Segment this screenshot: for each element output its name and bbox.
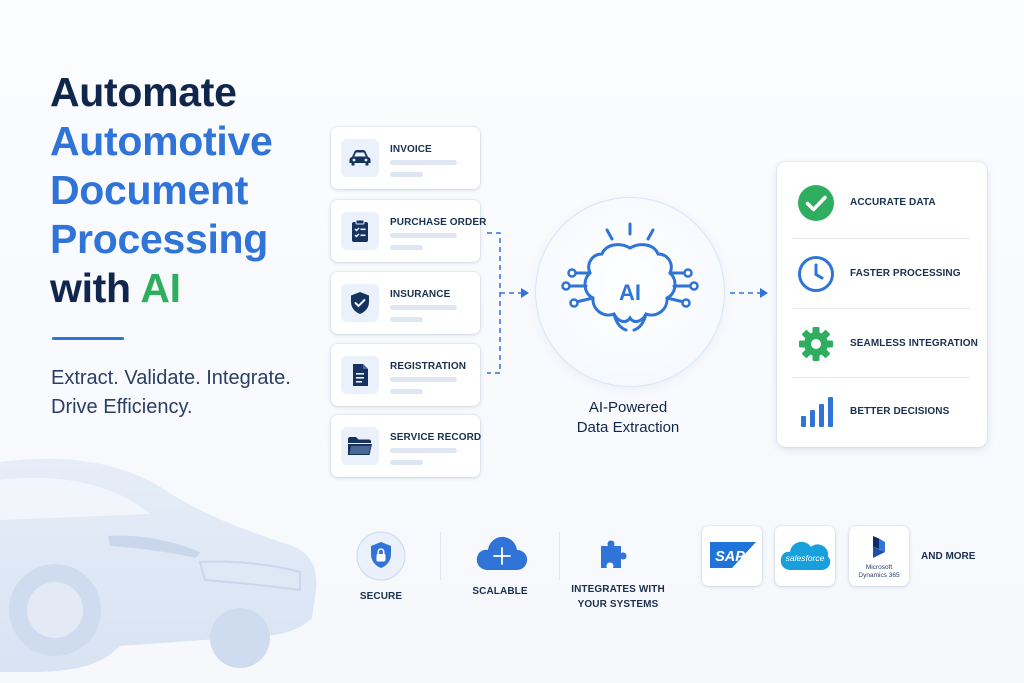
lock-shield-icon xyxy=(356,531,406,581)
placeholder-line xyxy=(390,233,457,238)
sap-logo-tile: SAP xyxy=(702,526,762,586)
benefit-label: BETTER DECISIONS xyxy=(850,406,950,417)
dynamics-logo-icon xyxy=(873,536,885,558)
gear-icon xyxy=(799,327,833,361)
divider xyxy=(559,532,560,580)
document-label: INVOICE xyxy=(390,144,432,155)
shield-check-icon xyxy=(341,284,379,322)
check-circle-icon xyxy=(798,185,834,221)
benefit-label: ACCURATE DATA xyxy=(850,197,936,208)
document-label: INSURANCE xyxy=(390,289,451,300)
tagline-line-2: Drive Efficiency. xyxy=(51,396,193,418)
ai-caption-line-2: Data Extraction xyxy=(576,419,680,436)
divider xyxy=(793,238,970,239)
placeholder-line xyxy=(390,377,457,382)
document-label: REGISTRATION xyxy=(390,361,467,372)
salesforce-logo-text: salesforce xyxy=(786,553,825,563)
flow-connectors xyxy=(487,232,768,374)
benefits-panel: ACCURATE DATA FASTER PROCESSING SEAMLESS… xyxy=(777,162,987,447)
placeholder-line xyxy=(390,172,423,177)
brain-circuit-icon: AI xyxy=(561,222,699,332)
headline-line-3: Document xyxy=(50,167,249,213)
headline-line-1: Automate xyxy=(50,69,237,115)
car-silhouette-icon xyxy=(0,458,317,672)
benefit-better-decisions: BETTER DECISIONS xyxy=(777,381,987,441)
car-icon xyxy=(341,139,379,177)
tagline: Extract. Validate. Integrate. Drive Effi… xyxy=(51,364,291,422)
headline-line-5: with AI xyxy=(50,264,350,313)
feature-scalable-label: SCALABLE xyxy=(472,586,528,597)
salesforce-logo-tile: salesforce xyxy=(775,526,835,586)
microsoft-dynamics-text: Microsoft Dynamics 365 xyxy=(849,564,909,580)
divider xyxy=(440,532,441,580)
dynamics-365-text: Dynamics 365 xyxy=(858,572,900,579)
puzzle-icon xyxy=(601,540,627,568)
sap-logo: SAP xyxy=(710,542,756,568)
headline-line-2: Automotive xyxy=(50,118,273,164)
headline-with: with xyxy=(50,265,141,311)
bar-chart-icon xyxy=(801,397,833,427)
and-more-label: AND MORE xyxy=(921,551,976,562)
headline: Automate Automotive Document Processing … xyxy=(50,68,350,313)
document-icon xyxy=(341,356,379,394)
divider xyxy=(793,308,970,309)
divider xyxy=(793,377,970,378)
clock-icon xyxy=(798,256,834,292)
headline-ai-highlight: AI xyxy=(140,265,181,311)
benefit-faster-processing: FASTER PROCESSING xyxy=(777,243,987,303)
folder-icon xyxy=(341,427,379,465)
salesforce-logo: salesforce xyxy=(780,541,831,570)
document-card-purchase-order[interactable]: PURCHASE ORDER xyxy=(331,200,486,262)
feature-secure-label: SECURE xyxy=(359,591,403,602)
feature-integrates-line-2: YOUR SYSTEMS xyxy=(577,599,659,610)
sap-logo-text: SAP xyxy=(715,549,745,565)
document-label: SERVICE RECORD xyxy=(390,432,482,443)
placeholder-line xyxy=(390,245,423,250)
benefit-label: SEAMLESS INTEGRATION xyxy=(850,338,978,349)
feature-integrates-line-1: INTEGRATES WITH xyxy=(571,584,665,595)
headline-line-4: Processing xyxy=(50,216,269,262)
microsoft-text: Microsoft xyxy=(865,564,893,571)
headline-underline xyxy=(52,337,124,340)
tagline-line-1: Extract. Validate. Integrate. xyxy=(51,367,291,389)
placeholder-line xyxy=(390,160,457,165)
benefit-label: FASTER PROCESSING xyxy=(850,268,961,279)
microsoft-dynamics-logo-tile: Microsoft Dynamics 365 xyxy=(849,526,909,586)
ai-caption: AI-Powered Data Extraction xyxy=(540,398,716,438)
placeholder-line xyxy=(390,389,423,394)
ai-caption-line-1: AI-Powered xyxy=(588,399,668,416)
placeholder-line xyxy=(390,460,423,465)
benefit-seamless-integration: SEAMLESS INTEGRATION xyxy=(777,313,987,373)
placeholder-line xyxy=(390,317,423,322)
benefit-accurate-data: ACCURATE DATA xyxy=(777,172,987,232)
document-label: PURCHASE ORDER xyxy=(390,217,487,228)
document-card-service-record[interactable]: SERVICE RECORD xyxy=(331,415,482,477)
ai-badge-text: AI xyxy=(619,280,641,305)
cloud-plus-icon xyxy=(476,536,528,570)
document-card-registration[interactable]: REGISTRATION xyxy=(331,344,480,406)
placeholder-line xyxy=(390,305,457,310)
document-card-insurance[interactable]: INSURANCE xyxy=(331,272,480,334)
clipboard-check-icon xyxy=(341,212,379,250)
document-card-invoice[interactable]: INVOICE xyxy=(331,127,480,189)
feature-integrates-label: INTEGRATES WITH YOUR SYSTEMS xyxy=(563,582,673,612)
placeholder-line xyxy=(390,448,457,453)
